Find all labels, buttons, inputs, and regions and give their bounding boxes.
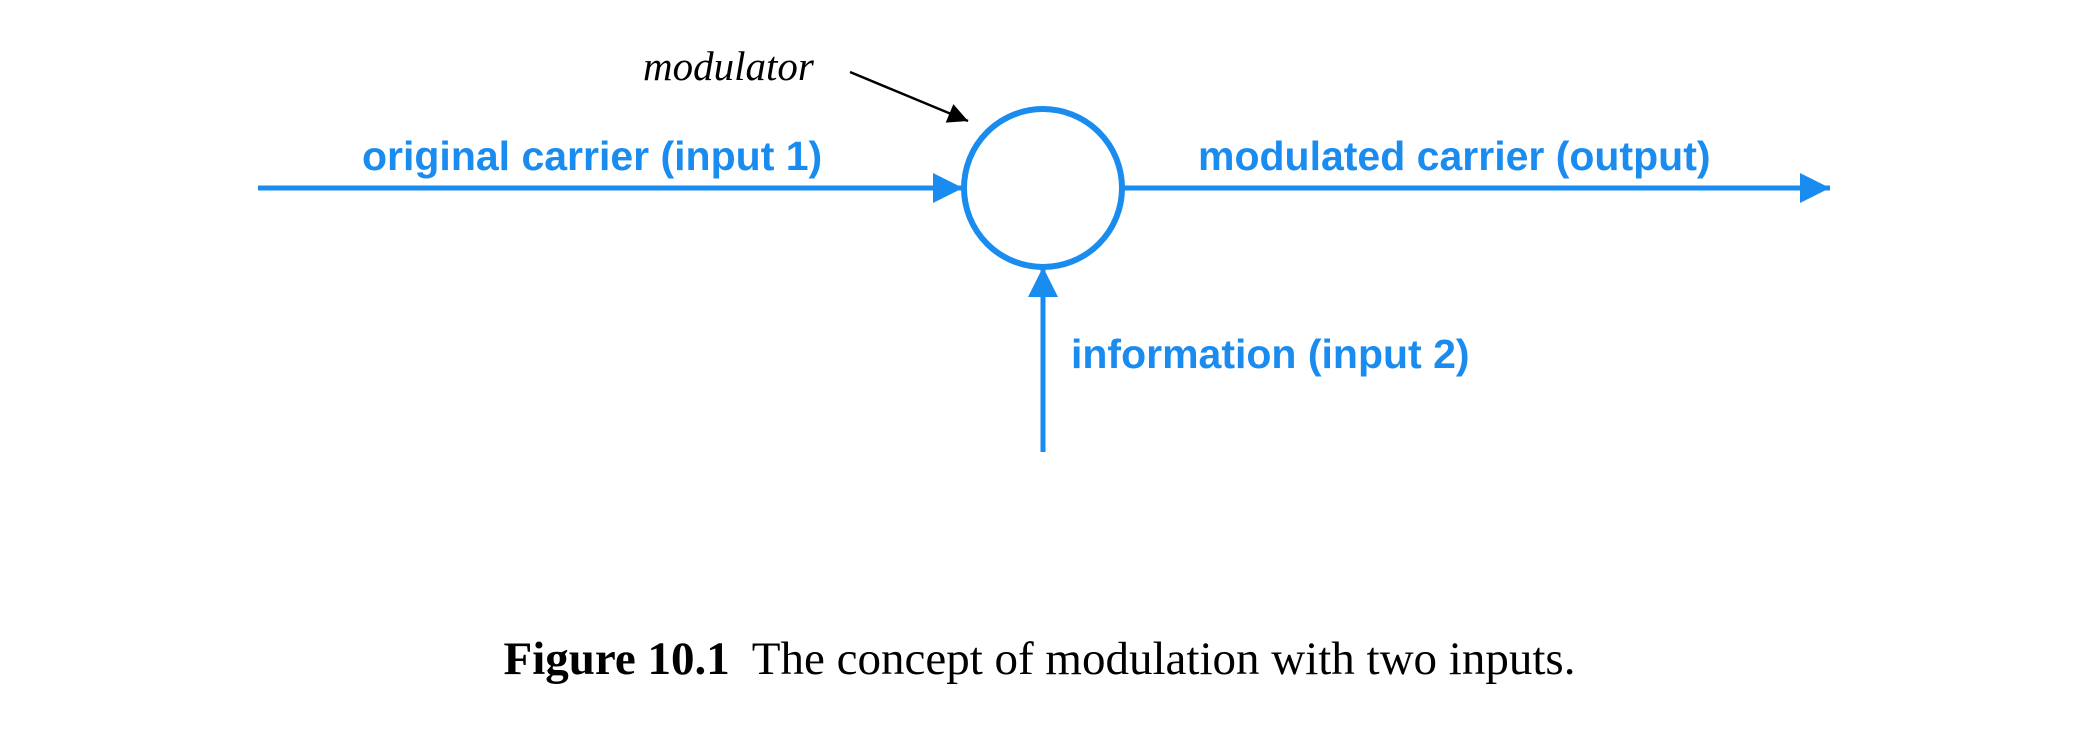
input1-label: original carrier (input 1) [362,133,822,179]
modulator-label: modulator [643,43,815,89]
figure-caption-text: The concept of modulation with two input… [751,633,1576,685]
modulator-circle [961,106,1125,270]
figure-caption: Figure 10.1 The concept of modulation wit… [0,632,2079,686]
input2-label: information (input 2) [1071,331,1470,377]
output-label: modulated carrier (output) [1198,133,1711,179]
figure-number: Figure 10.1 [503,633,730,685]
modulator-pointer-arrow [849,70,969,123]
